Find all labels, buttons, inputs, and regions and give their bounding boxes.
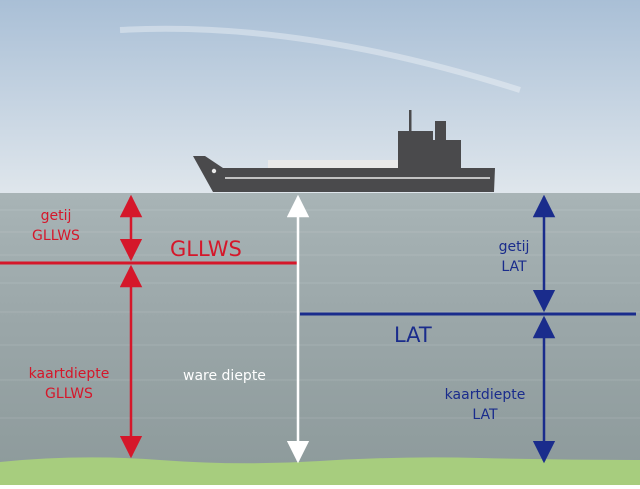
chart-depth-lat-label-line1: kaartdiepte (444, 387, 526, 403)
ship-icon (193, 110, 495, 192)
chart-depth-gllws-label-line1: kaartdiepte (28, 366, 110, 382)
tide-gllws-label-line1: getij (40, 208, 72, 224)
lat-level-label: LAT (394, 323, 432, 347)
tide-lat-label-line2: LAT (501, 259, 527, 276)
gllws-level-label: GLLWS (170, 237, 242, 261)
true-depth-label: ware diepte (183, 368, 266, 384)
cloud-streak (119, 25, 521, 93)
tide-gllws-label: getij GLLWS (20, 206, 92, 247)
tide-lat-label: getij LAT (478, 237, 550, 278)
chart-depth-lat-label-line2: LAT (472, 407, 498, 424)
chart-depth-lat-label: kaartdiepte LAT (430, 385, 540, 426)
chart-depth-gllws-label-line2: GLLWS (45, 386, 93, 403)
seabed (0, 457, 640, 485)
tide-gllws-label-line2: GLLWS (32, 228, 80, 245)
chart-depth-gllws-label: kaartdiepte GLLWS (14, 364, 124, 405)
tide-lat-label-line1: getij (498, 239, 530, 255)
